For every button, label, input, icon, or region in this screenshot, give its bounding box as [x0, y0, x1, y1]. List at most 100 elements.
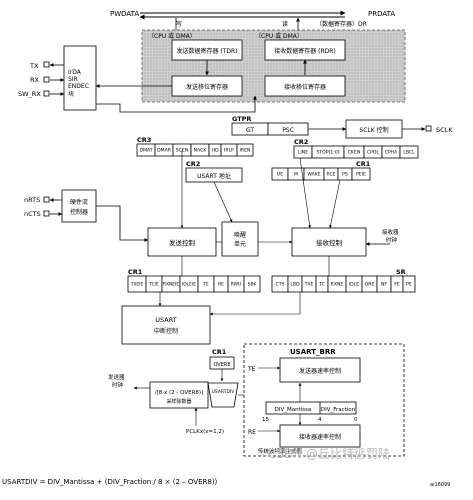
usartdiv-divider [207, 382, 239, 408]
tx-control-label: 发送控制 [169, 238, 196, 247]
cpu-dma-left: （CPU 或 DMA） [148, 32, 196, 40]
cr1bot-bit-label: IDLEIE [182, 282, 196, 288]
part-id: ai16099 [430, 482, 450, 488]
tx-clock-line-2: 时钟 [112, 381, 124, 389]
irda-line-4: 块 [68, 90, 74, 98]
sclk-pin-label: SCLK [436, 126, 453, 134]
cr1top-bit-label: UE [277, 172, 283, 178]
nrts-pin [43, 196, 50, 203]
cr3-bit-label: DMAR [157, 148, 172, 154]
flow-to-tx-line [96, 205, 149, 242]
irda-line-1: IrDA [68, 69, 82, 76]
addr-to-wakeup-line [213, 181, 233, 223]
sr-title: SR [396, 268, 406, 276]
cr2-bit-label: CKEN [348, 150, 361, 156]
cr3-bit-label: IRLP [224, 148, 234, 154]
psc-label: PSC [282, 127, 294, 134]
sclk-pin [425, 125, 432, 132]
usartdiv-formula: USARTDIV = DIV_Mantissa + (DIV_Fraction … [2, 478, 218, 486]
sr-to-irq-line [209, 292, 301, 316]
sr-bit-label: CTS [276, 282, 285, 288]
divider-sub-label: 采样除数器 [166, 398, 191, 405]
usart-brr-region [243, 343, 405, 457]
ncts-pin-label: nCTS [24, 210, 41, 218]
rx-clock-line-1: 接收器 [382, 228, 399, 236]
tx-pin-label: TX [29, 62, 39, 70]
cr2-bit-label: LINE [298, 150, 308, 156]
nrts-pin-label: nRTS [24, 196, 40, 204]
rx-shift-label: 接收移位寄存器 [284, 83, 326, 91]
cr1bot-bit-label: SBK [248, 282, 257, 288]
write-label: 写 [176, 21, 182, 28]
cr1top-bit-label: WAKE [307, 172, 320, 178]
dr-label: （数据寄存器）DR [316, 20, 367, 28]
fraction-label: DIV_Fraction [321, 407, 356, 413]
cr2-bit-cell [399, 145, 419, 159]
cr1top-bit-label: PCE [327, 172, 336, 178]
rx-shift-register [264, 75, 346, 97]
cr2-to-rx-line [299, 157, 312, 229]
cpu-dma-right: （CPU 或 DMA） [255, 32, 303, 40]
sr-bit-label: TC [318, 282, 325, 288]
cr1-to-rx-line [329, 179, 341, 229]
irda-to-rx-shift-line [96, 95, 257, 113]
brr-title: USART_BRR [290, 348, 336, 356]
baud-cr1-title: CR1 [212, 348, 227, 356]
tx-shift-label: 发送移位寄存器 [186, 83, 228, 91]
irda-block [63, 45, 97, 111]
wakeup-unit [221, 221, 259, 257]
conventional-label: 传统波特率生成器 [258, 447, 303, 455]
divider-label: /[8 x (2 - OVER8)] [155, 390, 203, 396]
cr1top-bit-cell [351, 167, 371, 181]
irda-line-3: ENDEC [68, 83, 89, 90]
sr-bit-label: IDLE [349, 282, 359, 288]
sr-bit-cell [402, 275, 416, 293]
sr-bit-label: ORE [365, 282, 375, 288]
irda-line-2: SIR [68, 76, 78, 83]
read-label: 读 [282, 20, 288, 28]
tdr-label: 发送数据寄存器 (TDR) [176, 47, 237, 55]
cr2-bit-label: CPOL [367, 150, 380, 156]
rx-pin [43, 76, 50, 83]
sr-bit-label: PE [406, 282, 412, 288]
cr3-bit-label: HD [212, 148, 219, 154]
tx-rate-control [279, 357, 361, 383]
sw-rx-pin-label: SW_RX [18, 90, 41, 98]
cr1bot-bit-label: RE [218, 282, 224, 288]
sr-bit-label: LBD [290, 282, 300, 288]
cr1bot-bit-label: RXNEIE [163, 282, 179, 288]
brr-te-label: TE [247, 366, 256, 373]
tx-clock-line-1: 发送器 [108, 373, 125, 381]
left-pins: TX RX SW_RX [18, 61, 65, 98]
cr1-bottom-title: CR1 [128, 268, 143, 276]
cr1bot-bit-label: RWU [231, 282, 241, 288]
tx-pin [43, 61, 50, 68]
rx-control-label: 接收控制 [316, 238, 343, 247]
data-bus-section: PWDATA PRDATA 写 读 （数据寄存器）DR [110, 10, 395, 41]
brr-re-label: RE [248, 429, 256, 436]
cr1bot-bit-label: TXEIE [130, 282, 144, 288]
sr-bit-label: NF [381, 282, 387, 288]
hw-flow-line-1: 硬件流 [70, 198, 88, 206]
cr2-addr-title: CR2 [186, 160, 200, 168]
rx-rate-control [279, 424, 361, 448]
gt-label: GT [246, 127, 254, 134]
cr2-bit-label: LBCL [403, 150, 415, 156]
cr3-title: CR3 [137, 136, 151, 144]
cr3-bit-cell [236, 143, 254, 157]
bit-4-label: 4 [318, 417, 322, 423]
usart-address-label: USART 地址 [197, 172, 231, 180]
pwdata-label: PWDATA [110, 10, 139, 18]
cr3-bit-label: DMAT [139, 148, 152, 154]
cr1-top-title: CR1 [356, 160, 371, 168]
hw-flow-controller [61, 189, 97, 223]
cr2-top-title: CR2 [294, 138, 308, 146]
usart-interrupt-control [121, 305, 211, 345]
cr3-bit-label: NACK [194, 148, 208, 154]
wakeup-line-1: 唤醒 [234, 231, 246, 239]
